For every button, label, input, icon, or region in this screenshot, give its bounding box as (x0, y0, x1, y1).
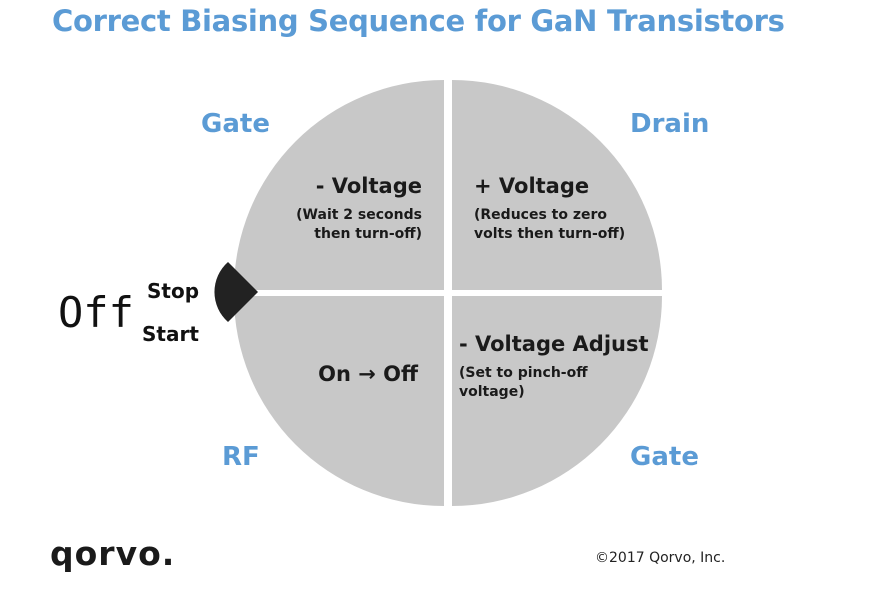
top-right-heading: + Voltage (474, 174, 590, 198)
top-left-note-line1: (Wait 2 seconds (296, 207, 422, 223)
bottom-right-content: - Voltage Adjust (Set to pinch-off volta… (459, 332, 649, 402)
state-off-label: Off (58, 288, 134, 337)
page-title: Correct Biasing Sequence for GaN Transis… (52, 4, 785, 38)
stop-label: Stop (147, 279, 200, 303)
bottom-right-heading: - Voltage Adjust (459, 332, 649, 356)
start-label: Start (142, 322, 199, 346)
qorvo-logo-text: qorvo. (50, 537, 175, 573)
top-right-content: + Voltage (Reduces to zero volts then tu… (474, 174, 625, 244)
label-gate-top: Gate (201, 109, 270, 139)
bottom-left-heading: On → Off (318, 362, 418, 386)
bottom-right-note-line1: (Set to pinch-off (459, 365, 588, 381)
label-gate-bottom: Gate (630, 442, 699, 472)
top-right-note-line1: (Reduces to zero (474, 207, 608, 223)
quadrant-bottom-left (234, 296, 444, 506)
top-left-note-line2: then turn-off) (314, 226, 422, 242)
quadrant-top-right (452, 80, 662, 290)
stop-start-marker (214, 262, 258, 322)
label-drain: Drain (630, 109, 710, 139)
label-rf: RF (222, 442, 260, 472)
top-left-content: - Voltage (Wait 2 seconds then turn-off) (280, 174, 422, 244)
qorvo-logo: qorvo. (50, 537, 175, 573)
top-left-heading: - Voltage (315, 174, 422, 198)
bottom-left-content: On → Off (290, 362, 418, 386)
copyright: ©2017 Qorvo, Inc. (595, 550, 726, 566)
bottom-right-note-line2: voltage) (459, 384, 525, 400)
quadrant-top-left (234, 80, 444, 290)
top-right-note-line2: volts then turn-off) (474, 226, 626, 242)
quadrant-bottom-right (452, 296, 662, 506)
